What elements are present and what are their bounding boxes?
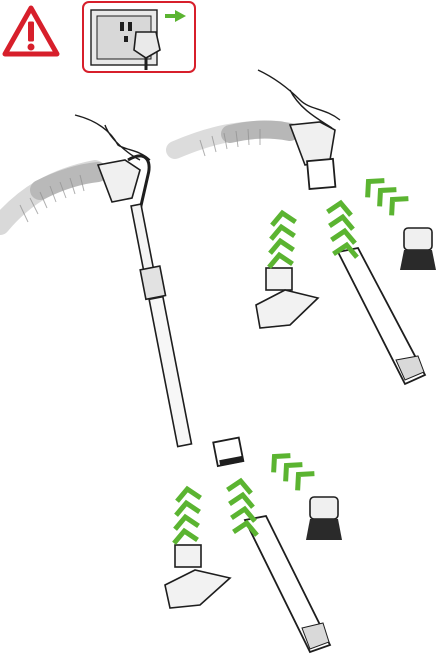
warning-triangle-icon bbox=[2, 5, 60, 57]
unplug-from-socket-icon bbox=[82, 1, 196, 73]
dusting-brush bbox=[306, 496, 342, 540]
crevice-tool bbox=[243, 514, 332, 654]
fitting-arrows bbox=[174, 174, 405, 541]
hand-illustration bbox=[74, 69, 341, 161]
dusting-brush bbox=[400, 227, 436, 270]
upholstery-tool bbox=[255, 267, 320, 329]
hose-with-wand bbox=[0, 154, 245, 468]
upholstery-tool bbox=[164, 544, 232, 609]
hose-only bbox=[166, 120, 337, 191]
